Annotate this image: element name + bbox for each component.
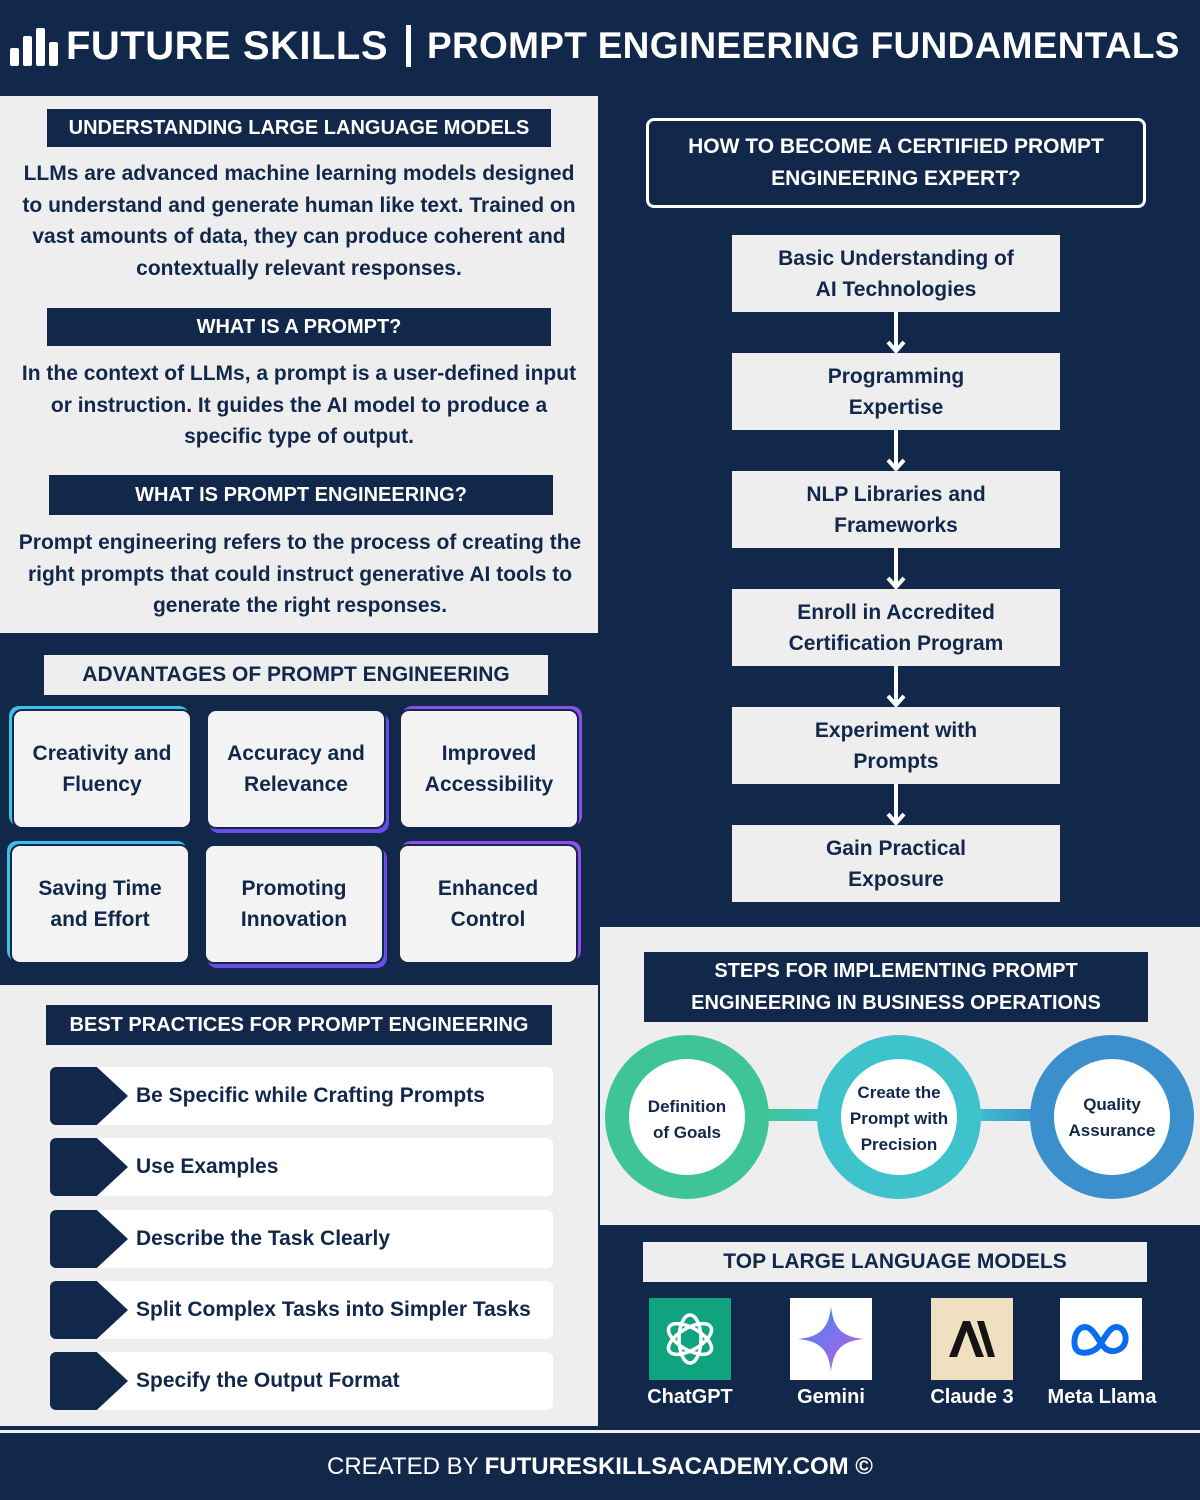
gemini-logo-icon — [790, 1298, 872, 1380]
advantages-heading: ADVANTAGES OF PROMPT ENGINEERING — [44, 655, 548, 695]
best-practice-item: Describe the Task Clearly — [50, 1210, 553, 1268]
arrow-tab-icon — [50, 1138, 128, 1196]
model-name-label: Meta Llama — [1047, 1386, 1157, 1408]
down-arrow-icon — [886, 666, 906, 708]
top-models-heading: TOP LARGE LANGUAGE MODELS — [643, 1242, 1147, 1282]
footer-prefix: CREATED BY — [327, 1452, 479, 1480]
best-practice-item: Split Complex Tasks into Simpler Tasks — [50, 1281, 553, 1339]
footer-site-link[interactable]: FUTURESKILLSACADEMY.COM © — [484, 1452, 873, 1480]
arrow-tab-icon — [50, 1281, 128, 1339]
arrow-tab-icon — [50, 1352, 128, 1410]
arrow-tab-icon — [50, 1210, 128, 1268]
connector-2 — [972, 1109, 1042, 1121]
connector-1 — [760, 1109, 830, 1121]
step-circle-2-inner — [841, 1059, 957, 1175]
down-arrow-icon — [886, 430, 906, 472]
bar-chart-logo-icon — [10, 26, 58, 66]
prompt-description: In the context of LLMs, a prompt is a us… — [21, 362, 577, 448]
pe-heading: WHAT IS PROMPT ENGINEERING? — [49, 475, 553, 515]
step-circle-3-inner — [1054, 1059, 1170, 1175]
anthropic-logo-icon — [931, 1298, 1013, 1380]
down-arrow-icon — [886, 312, 906, 354]
llm-heading: UNDERSTANDING LARGE LANGUAGE MODELS — [47, 109, 551, 147]
definitions-panel — [0, 96, 598, 633]
model-name-label: Claude 3 — [930, 1386, 1014, 1408]
pe-description: Prompt engineering refers to the process… — [18, 531, 582, 617]
page-title: PROMPT ENGINEERING FUNDAMENTALS — [427, 25, 1180, 66]
down-arrow-icon — [886, 784, 906, 826]
chatgpt-logo-icon — [649, 1298, 731, 1380]
best-practices-heading: BEST PRACTICES FOR PROMPT ENGINEERING — [46, 1005, 552, 1045]
brand-name: FUTURE SKILLS — [66, 23, 389, 68]
page-header: FUTURE SKILLS PROMPT ENGINEERING FUNDAME… — [0, 0, 1200, 92]
best-practice-item: Use Examples — [50, 1138, 553, 1196]
step-circle-1-inner — [629, 1059, 745, 1175]
page-footer: CREATED BY FUTURESKILLSACADEMY.COM © — [0, 1430, 1200, 1500]
best-practice-item: Be Specific while Crafting Prompts — [50, 1067, 553, 1125]
prompt-heading: WHAT IS A PROMPT? — [47, 308, 551, 346]
header-divider — [406, 25, 412, 67]
best-practice-item: Specify the Output Format — [50, 1352, 553, 1410]
arrow-tab-icon — [50, 1067, 128, 1125]
meta-logo-icon — [1060, 1298, 1142, 1380]
model-name-label: ChatGPT — [647, 1386, 733, 1408]
llm-description: LLMs are advanced machine learning model… — [22, 162, 576, 280]
down-arrow-icon — [886, 548, 906, 590]
business-steps-diagram — [605, 1035, 1194, 1199]
model-name-label: Gemini — [797, 1386, 865, 1408]
